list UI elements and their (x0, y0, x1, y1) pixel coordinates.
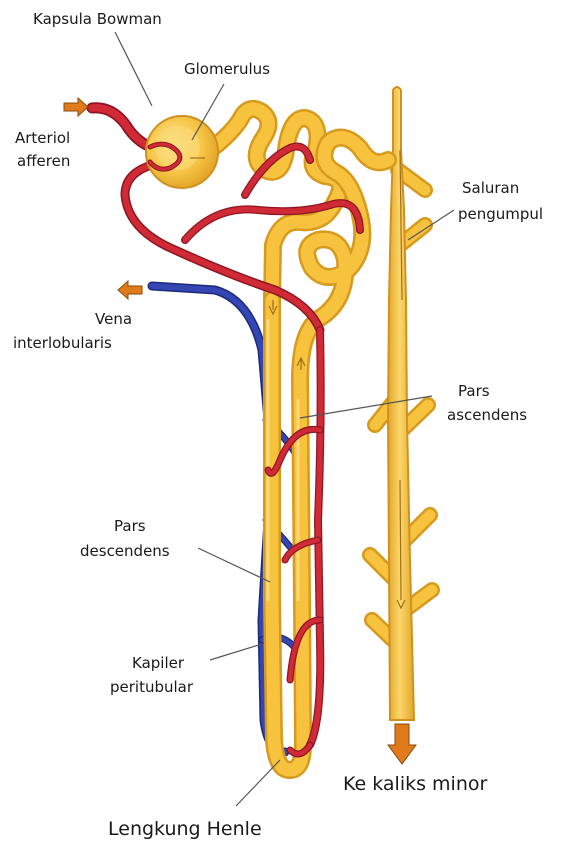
vein-outflow-arrow (118, 281, 142, 299)
label-lengkung-henle: Lengkung Henle (108, 818, 262, 840)
label-saluran-line1: Saluran (462, 179, 519, 197)
collecting-duct (370, 87, 432, 720)
label-vena-line2: interlobularis (13, 334, 112, 352)
bowman-capsule (146, 116, 218, 188)
label-ke-kaliks-minor: Ke kaliks minor (343, 773, 488, 795)
label-arteriol-line2: afferen (17, 152, 70, 170)
label-vena-line1: Vena (95, 310, 132, 328)
label-pars-descendens-line1: Pars (114, 517, 146, 535)
to-minor-calyx-arrow (388, 724, 416, 764)
label-kapiler-line2: peritubular (110, 678, 194, 696)
label-saluran-line2: pengumpul (458, 205, 543, 223)
label-pars-ascendens-line2: ascendens (447, 406, 527, 424)
label-pars-descendens-line2: descendens (80, 542, 170, 560)
label-kapiler-line1: Kapiler (132, 654, 185, 672)
label-arteriol-line1: Arteriol (15, 129, 70, 147)
afferent-inflow-arrow (64, 98, 88, 116)
label-kapsula-bowman: Kapsula Bowman (33, 10, 162, 28)
label-pars-ascendens-line1: Pars (458, 382, 490, 400)
label-glomerulus: Glomerulus (184, 60, 270, 78)
